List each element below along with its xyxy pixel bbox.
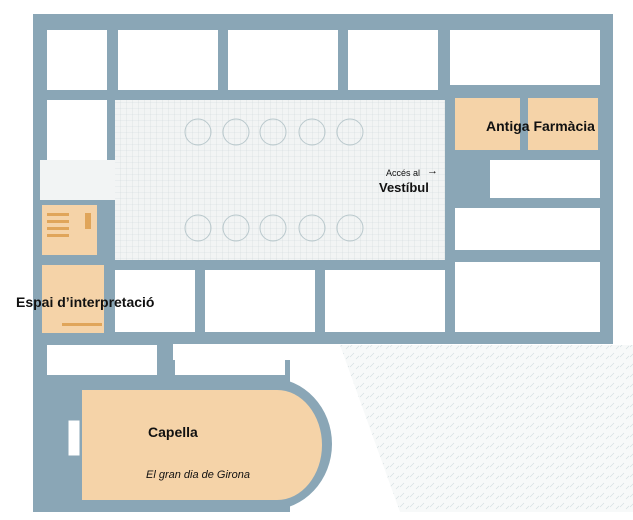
label-capella[interactable]: Capella [148,424,198,440]
label-capella-exhibit: El gran dia de Girona [146,469,250,481]
rooms [47,30,600,375]
arrow-icon: → [427,165,438,177]
furniture [47,213,102,326]
courtyard [115,100,445,260]
highlighted-rooms [42,98,598,500]
label-antiga-farmacia[interactable]: Antiga Farmàcia [486,118,595,134]
exterior-area [340,345,633,512]
label-vestibul[interactable]: Vestíbul [379,180,429,195]
label-espai-interpretacio[interactable]: Espai d’interpretació [16,294,155,310]
entrance-passage [40,160,115,200]
courtyard-circles [184,118,364,242]
label-acces-al: Accés al [386,168,421,178]
altar [67,419,81,457]
